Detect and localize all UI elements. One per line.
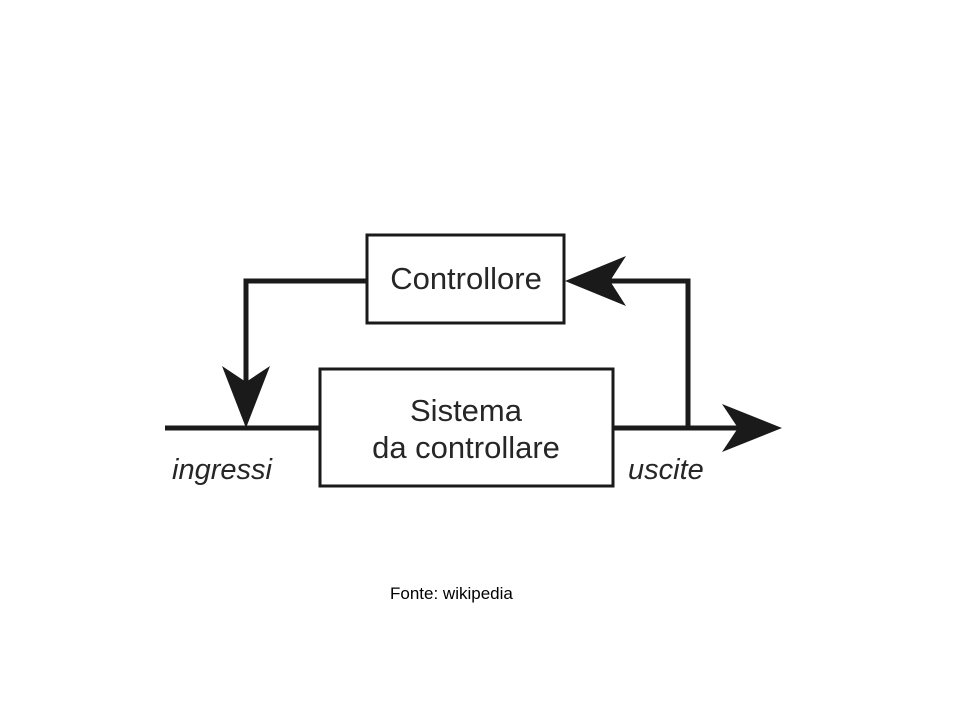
controller-label: Controllore <box>390 261 542 296</box>
feedback-line <box>600 278 691 428</box>
source-caption: Fonte: wikipedia <box>390 584 513 603</box>
output-arrowhead <box>722 404 782 452</box>
system-label-line1: Sistema <box>410 393 523 428</box>
controller-block: Controllore <box>365 233 566 325</box>
control-action-arrowhead <box>222 366 270 428</box>
control-action-line <box>243 278 367 390</box>
output-label: uscite <box>628 454 704 486</box>
input-label: ingressi <box>172 454 273 486</box>
system-label-line2: da controllare <box>372 430 560 465</box>
system-box <box>318 367 615 488</box>
system-block: Sistema da controllare <box>318 367 615 488</box>
feedback-arrowhead <box>565 256 626 306</box>
